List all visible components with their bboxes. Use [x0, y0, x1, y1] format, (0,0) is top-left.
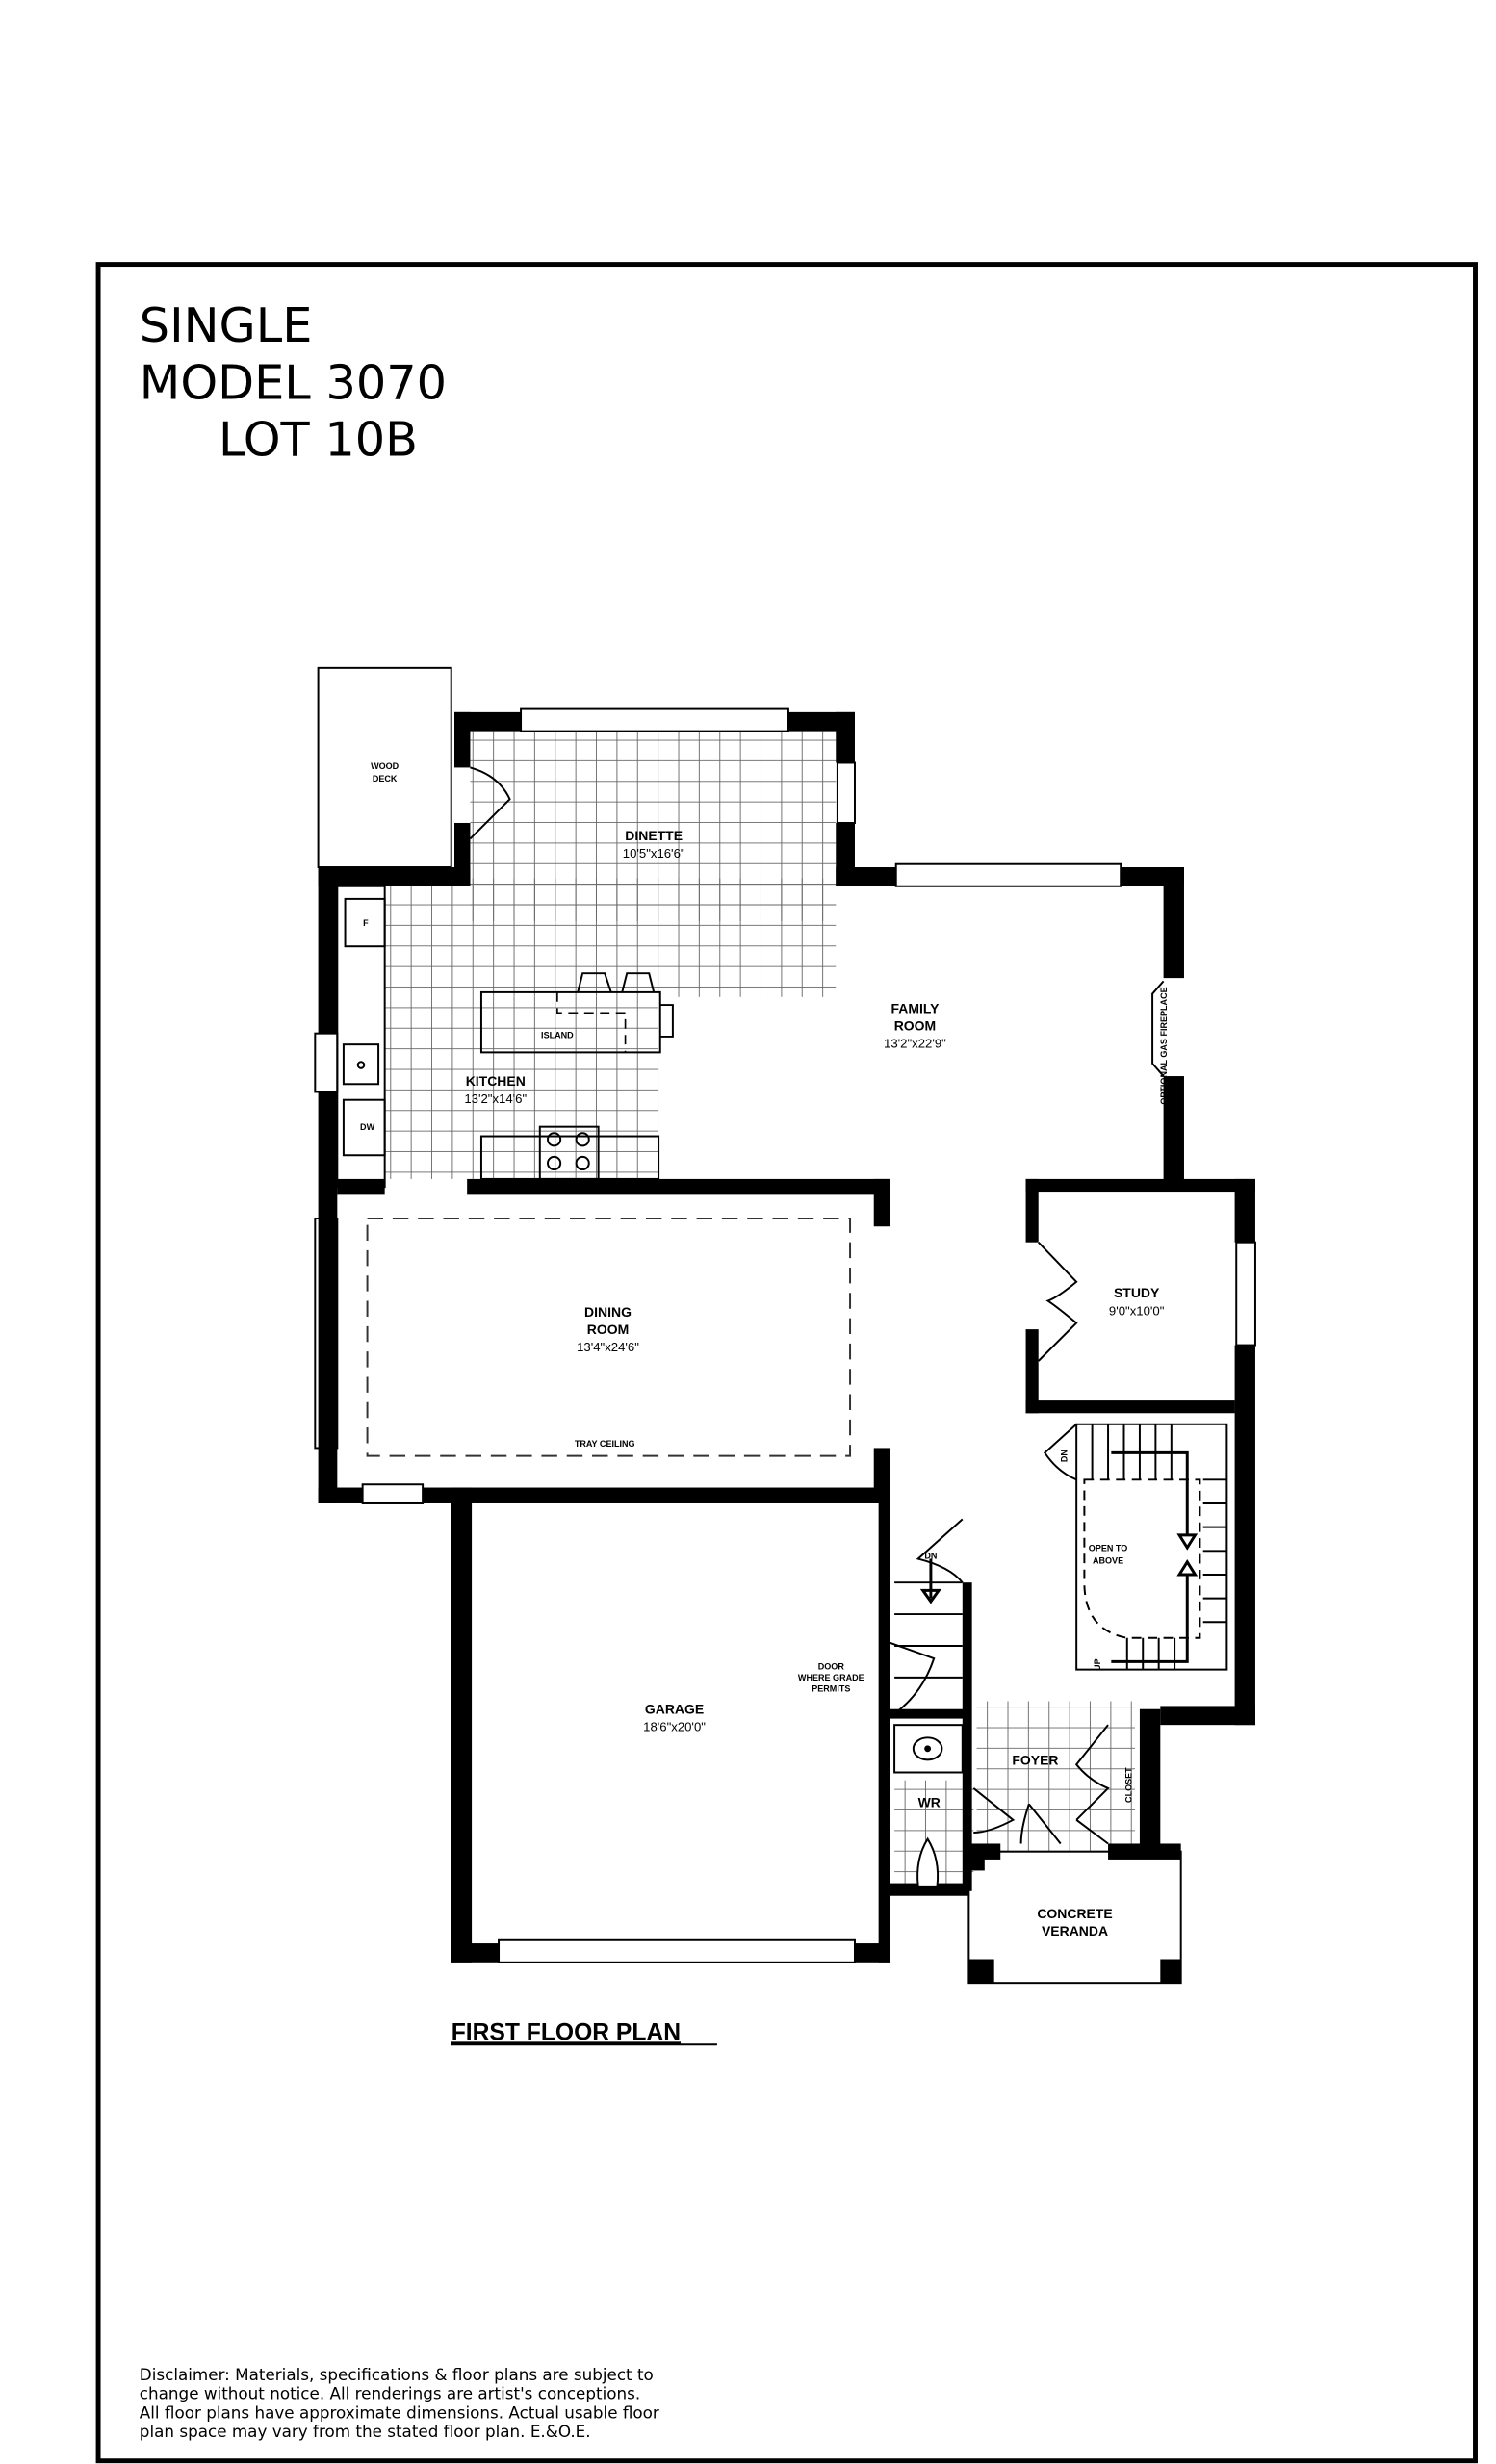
island-label: ISLAND [541, 1031, 574, 1040]
walls [318, 711, 1255, 1985]
svg-text:OPTIONAL GAS FIREPLACE: OPTIONAL GAS FIREPLACE [1159, 987, 1169, 1104]
open-to-above-2: ABOVE [1093, 1555, 1123, 1565]
washroom-name: WR [918, 1795, 941, 1810]
veranda-name-1: CONCRETE [1037, 1906, 1112, 1921]
foyer-name: FOYER [1012, 1752, 1058, 1767]
dining-room-name-2: ROOM [587, 1322, 629, 1337]
basement-stair-dn-label: DN [924, 1552, 937, 1561]
dishwasher [342, 1098, 386, 1157]
svg-text:plan space may vary from the s: plan space may vary from the stated floo… [140, 2422, 591, 2441]
garage-size: 18'6"x20'0" [643, 1720, 706, 1734]
garage-name: GARAGE [645, 1702, 704, 1717]
foyer-tile [976, 1701, 1136, 1852]
washroom-fixtures [893, 1724, 964, 1887]
stairs [894, 1423, 1228, 1679]
kitchen-tile [384, 996, 659, 1179]
dining-room-size: 13'4"x24'6" [577, 1340, 639, 1354]
svg-text:WOOD: WOOD [371, 761, 400, 771]
title-line-1: SINGLE [140, 297, 313, 353]
disclaimer: Disclaimer: Materials, specifications & … [140, 2365, 659, 2441]
stair-up-label: UP [1093, 1658, 1102, 1671]
dinette-name: DINETTE [625, 828, 683, 843]
svg-text:All floor plans have approxima: All floor plans have approximate dimensi… [140, 2402, 659, 2422]
open-to-above-1: OPEN TO [1089, 1543, 1127, 1553]
veranda-name-2: VERANDA [1042, 1923, 1108, 1938]
garage-door-note-2: WHERE GRADE [798, 1673, 864, 1682]
stove-icon [538, 1125, 600, 1180]
fireplace: OPTIONAL GAS FIREPLACE [1151, 980, 1169, 1105]
svg-text:Disclaimer: Materials, specif: Disclaimer: Materials, specifications & … [140, 2365, 654, 2384]
dinette-size: 10'5"x16'6" [623, 846, 685, 860]
garage-door-note-1: DOOR [818, 1662, 845, 1672]
windows [314, 707, 1256, 1964]
fridge-label: F [363, 918, 369, 928]
kitchen-island [479, 990, 661, 1054]
kitchen-name: KITCHEN [466, 1073, 526, 1089]
stair-dn-label: DN [1059, 1450, 1069, 1462]
study-size: 9'0"x10'0" [1109, 1303, 1165, 1318]
dining-room-name-1: DINING [584, 1304, 632, 1320]
sink-icon [342, 1043, 380, 1086]
tray-ceiling-outline [366, 1218, 852, 1457]
sheet-border [95, 262, 1478, 2464]
family-room-name-1: FAMILY [890, 1000, 940, 1015]
tray-ceiling-label: TRAY CEILING [575, 1439, 635, 1449]
study-name: STUDY [1114, 1285, 1160, 1300]
fridge [344, 897, 386, 948]
title-line-3: LOT 10B [219, 412, 418, 468]
svg-text:change without notice. All re: change without notice. All renderings ar… [140, 2384, 640, 2403]
family-room-size: 13'2"x22'9" [884, 1036, 946, 1050]
plan-title: FIRST FLOOR PLAN [451, 2019, 681, 2045]
dishwasher-label: DW [360, 1122, 375, 1132]
doors [469, 766, 1110, 1845]
closet-label: CLOSET [1124, 1767, 1134, 1803]
dinette-tile-lower [384, 878, 837, 997]
family-room-name-2: ROOM [894, 1017, 936, 1033]
svg-text:DECK: DECK [373, 774, 398, 783]
room-labels: DINETTE 10'5"x16'6" FAMILY ROOM 13'2"x22… [464, 828, 1164, 1938]
title-line-2: MODEL 3070 [140, 354, 447, 410]
kitchen-size: 13'2"x14'6" [464, 1091, 527, 1106]
garage-door-note-3: PERMITS [812, 1684, 850, 1694]
wood-deck: WOOD DECK [317, 666, 452, 869]
kitchen-fixtures: F DW ISLAND [336, 885, 674, 1189]
